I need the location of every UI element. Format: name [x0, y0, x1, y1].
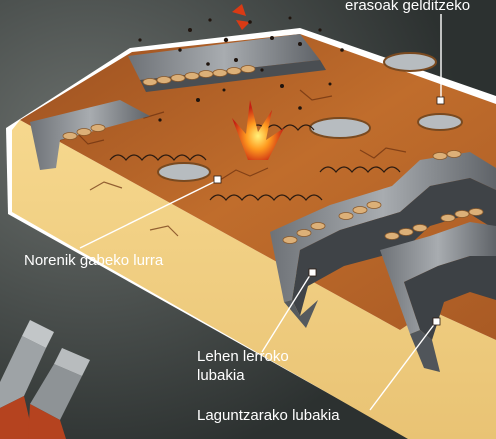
label-no-mans-land: Norenik gabeko lurra: [24, 251, 164, 270]
label-stop-attacks: erasoak gelditzeko: [345, 0, 496, 15]
label-support-trench: Laguntzarako lubakia: [197, 406, 377, 425]
label-front-line-trench: Lehen lerroko lubakia: [197, 347, 327, 385]
